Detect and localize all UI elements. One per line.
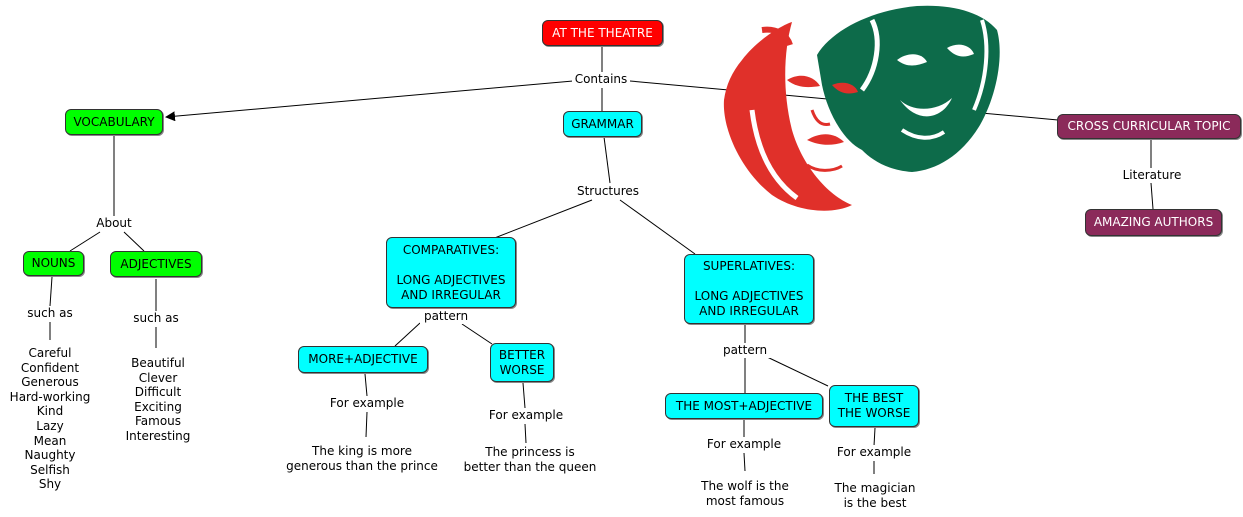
best-worse-node[interactable]: THE BEST THE WORSE xyxy=(829,385,919,427)
link-label-for-example: For example xyxy=(833,445,915,460)
grammar-node[interactable]: GRAMMAR xyxy=(563,111,642,137)
example-sentence-most: The wolf is the most famous xyxy=(701,479,789,508)
link-label-for-example: For example xyxy=(485,408,567,423)
more-adjective-label: MORE+ADJECTIVE xyxy=(308,352,418,366)
link-label-pattern: pattern xyxy=(719,343,771,358)
amazing-authors-node[interactable]: AMAZING AUTHORS xyxy=(1085,209,1222,236)
link-label-such-as: such as xyxy=(24,306,76,321)
adjectives-word-list: Beautiful Clever Difficult Exciting Famo… xyxy=(125,356,191,443)
link-label-contains: Contains xyxy=(572,72,630,87)
tragedy-mask-icon xyxy=(723,22,858,211)
cross-curricular-node[interactable]: CROSS CURRICULAR TOPIC xyxy=(1057,114,1241,139)
link-label-structures: Structures xyxy=(575,184,641,199)
link-label-such-as: such as xyxy=(130,311,182,326)
link-label-for-example: For example xyxy=(703,437,785,452)
superlatives-node[interactable]: SUPERLATIVES: LONG ADJECTIVES AND IRREGU… xyxy=(684,254,814,324)
superlatives-label: SUPERLATIVES: LONG ADJECTIVES AND IRREGU… xyxy=(694,259,804,318)
link-label-for-example: For example xyxy=(326,396,408,411)
best-worse-label: THE BEST THE WORSE xyxy=(837,391,911,420)
example-sentence-best: The magician is the best xyxy=(834,481,916,510)
example-sentence-more: The king is more generous than the princ… xyxy=(286,444,438,473)
adjectives-label: ADJECTIVES xyxy=(120,256,192,271)
nouns-label: NOUNS xyxy=(31,256,76,270)
example-sentence-better: The princess is better than the queen xyxy=(463,445,597,474)
vocabulary-label: VOCABULARY xyxy=(73,114,155,129)
link-label-pattern: pattern xyxy=(420,309,472,324)
better-worse-node[interactable]: BETTER WORSE xyxy=(490,343,554,382)
amazing-authors-label: AMAZING AUTHORS xyxy=(1093,215,1214,229)
title-label: AT THE THEATRE xyxy=(552,25,653,40)
title-node[interactable]: AT THE THEATRE xyxy=(542,20,663,46)
more-adjective-node[interactable]: MORE+ADJECTIVE xyxy=(298,346,428,373)
most-adjective-label: THE MOST+ADJECTIVE xyxy=(675,398,813,413)
cross-curricular-label: CROSS CURRICULAR TOPIC xyxy=(1067,119,1231,133)
link-label-literature: Literature xyxy=(1120,168,1184,183)
better-worse-label: BETTER WORSE xyxy=(498,347,546,377)
nouns-word-list: Careful Confident Generous Hard-working … xyxy=(9,346,91,492)
comparatives-label: COMPARATIVES: LONG ADJECTIVES AND IRREGU… xyxy=(396,242,506,302)
vocabulary-node[interactable]: VOCABULARY xyxy=(65,109,163,135)
link-label-about: About xyxy=(92,216,136,231)
comedy-mask-icon xyxy=(817,5,1000,173)
nouns-node[interactable]: NOUNS xyxy=(23,251,84,276)
theatre-masks-image xyxy=(723,5,1000,211)
adjectives-node[interactable]: ADJECTIVES xyxy=(110,251,202,277)
most-adjective-node[interactable]: THE MOST+ADJECTIVE xyxy=(665,393,823,419)
grammar-label: GRAMMAR xyxy=(571,116,634,131)
comparatives-node[interactable]: COMPARATIVES: LONG ADJECTIVES AND IRREGU… xyxy=(386,237,516,308)
